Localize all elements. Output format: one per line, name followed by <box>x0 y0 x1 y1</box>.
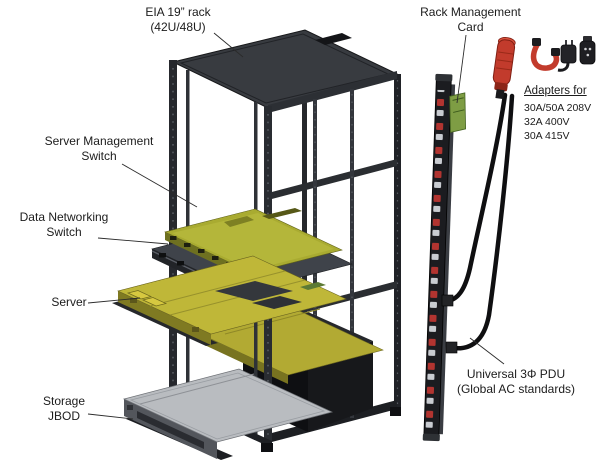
three-phase-plug-graphic <box>492 37 516 100</box>
adapter-item: 30A/50A 208V <box>524 102 592 114</box>
adapters-label-block: Adapters for 30A/50A 208V 32A 400V 30A 4… <box>524 84 610 143</box>
server-callout-line <box>87 297 141 304</box>
rack-label: EIA 19” rack (42U/48U) <box>145 5 211 34</box>
rack-management-card-graphic <box>449 92 466 133</box>
pdu-label: Universal 3Φ PDU (Global AC standards) <box>456 367 576 396</box>
pdu-graphic <box>422 73 466 442</box>
adapters-title: Adapters for <box>524 85 587 97</box>
server-label: Server <box>51 295 87 309</box>
adapter-red-icon <box>530 38 560 71</box>
rack-management-card-label: Rack Management Card <box>420 5 521 34</box>
data-networking-switch-label: Data Networking Switch <box>19 210 109 239</box>
adapter-item: 32A 400V <box>524 116 570 128</box>
server-mgmt-callout-line <box>121 163 198 208</box>
server-graphic <box>112 255 347 346</box>
data-net-callout-line <box>97 237 169 245</box>
rack-callout-line <box>213 32 244 58</box>
adapter-item: 30A 415V <box>524 130 570 142</box>
adapter-connector-icon <box>579 36 596 65</box>
storage-jbod-label: Storage JBOD <box>42 394 86 423</box>
jbod-callout-line <box>87 413 134 420</box>
callout-lines <box>87 32 505 420</box>
pdu-callout-line <box>469 337 505 365</box>
server-management-switch-label: Server Management Switch <box>44 134 154 163</box>
storage-jbod-graphic <box>122 368 334 460</box>
adapter-plug-icon <box>557 40 577 72</box>
rack-card-callout-line <box>456 34 467 104</box>
pdu-cables-graphic <box>441 92 515 354</box>
